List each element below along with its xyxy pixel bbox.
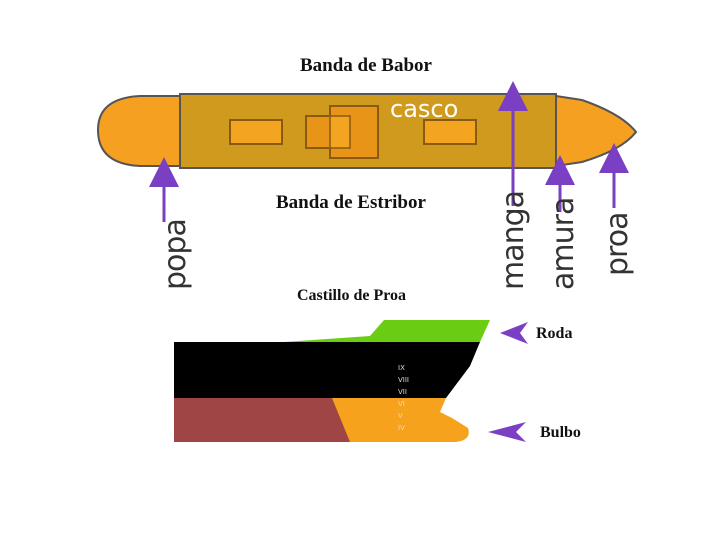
draft-mark: VIII xyxy=(398,376,409,384)
bulbo-section xyxy=(332,398,469,442)
draft-marks: IX VIII VII VI V IV xyxy=(398,364,409,432)
draft-mark: IV xyxy=(398,424,405,432)
amura-label: amura xyxy=(546,197,581,290)
bow-profile: IX VIII VII VI V IV xyxy=(174,320,490,442)
proa-label: proa xyxy=(600,212,635,276)
draft-mark: V xyxy=(398,412,403,420)
banda-estribor-label: Banda de Estribor xyxy=(276,192,426,213)
castillo-section xyxy=(284,320,490,342)
bulbo-label: Bulbo xyxy=(540,424,581,441)
top-ship-plan xyxy=(96,93,638,169)
roda-label: Roda xyxy=(536,325,573,342)
hatch-1 xyxy=(229,119,283,145)
hull-upper xyxy=(174,342,480,398)
bow-section xyxy=(555,94,638,168)
hatch-2 xyxy=(423,119,477,145)
roda-arrow xyxy=(500,322,528,344)
bulbo-arrow xyxy=(488,422,526,442)
banda-babor-label: Banda de Babor xyxy=(300,55,432,76)
manga-label: manga xyxy=(496,190,531,290)
stern-section xyxy=(96,95,181,167)
draft-mark: VI xyxy=(398,400,405,408)
draft-mark: IX xyxy=(398,364,405,372)
casco-label: casco xyxy=(390,95,458,123)
castillo-label: Castillo de Proa xyxy=(297,287,407,304)
hull-lower xyxy=(174,398,350,442)
draft-mark: VII xyxy=(398,388,407,396)
popa-label: popa xyxy=(158,219,193,290)
